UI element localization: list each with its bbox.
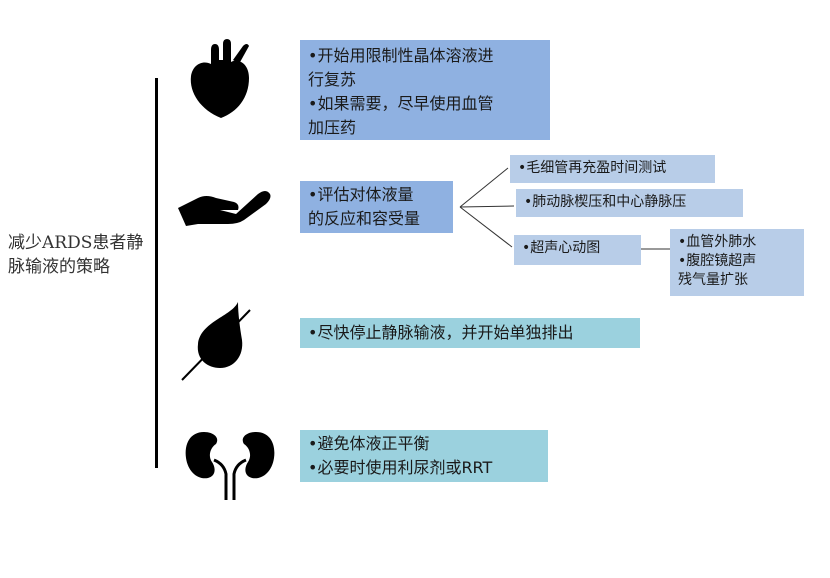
method-label: •肺动脉楔压和中心静脉压 (524, 194, 687, 210)
box-text-line: 行复苏 (308, 70, 357, 89)
box-text-line: 的反应和容受量 (308, 209, 421, 228)
method-wedge-pressure: •肺动脉楔压和中心静脉压 (516, 189, 743, 217)
box-text-line: •评估对体液量 (308, 185, 414, 204)
method-label: •毛细管再充盈时间测试 (518, 160, 667, 176)
method-capillary-refill: •毛细管再充盈时间测试 (510, 155, 715, 183)
box-text-line: 加压药 (308, 118, 357, 137)
box-text-line: •避免体液正平衡 (308, 434, 430, 453)
box-text-line: •如果需要，尽早使用血管 (308, 94, 494, 113)
assess-fluid-box: •评估对体液量 的反应和容受量 (300, 181, 453, 233)
kidney-icon (185, 432, 275, 500)
spine-line (155, 78, 158, 468)
heart-icon (190, 39, 249, 118)
box-text-line: •必要时使用利尿剂或RRT (308, 458, 493, 477)
method-label: •超声心动图 (522, 240, 601, 256)
sub-item: •血管外肺水 (678, 234, 757, 250)
box-text-line: •开始用限制性晶体溶液进 (308, 46, 494, 65)
resuscitation-box: •开始用限制性晶体溶液进 行复苏 •如果需要，尽早使用血管 加压药 (300, 40, 550, 140)
echo-sub-box: •血管外肺水 •腹腔镜超声 残气量扩张 (670, 229, 804, 296)
stop-iv-box: •尽快停止静脉输液，并开始单独排出 (300, 318, 640, 348)
drop-crossed-icon (181, 302, 251, 381)
diagram-title: 减少ARDS患者静脉输液的策略 (8, 233, 144, 277)
box-text-line: •尽快停止静脉输液，并开始单独排出 (308, 323, 574, 342)
method-echocardiography: •超声心动图 (514, 235, 641, 265)
avoid-positive-balance-box: •避免体液正平衡 •必要时使用利尿剂或RRT (300, 430, 548, 482)
sub-item: •腹腔镜超声 (678, 253, 757, 269)
hand-icon (178, 191, 271, 226)
sub-item: 残气量扩张 (678, 272, 748, 288)
